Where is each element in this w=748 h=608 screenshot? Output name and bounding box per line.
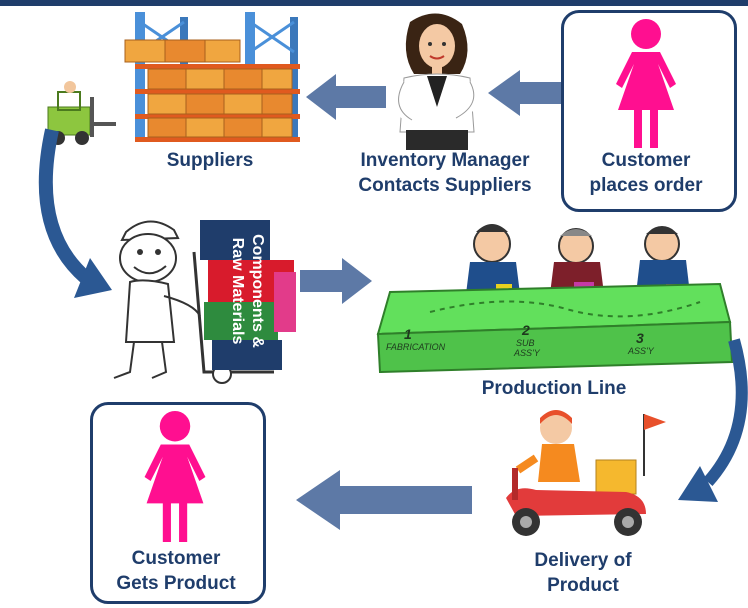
materials-text-line1: Components & [249, 234, 266, 348]
station-1-number: 1 [404, 326, 412, 342]
customer-order-line2: places order [589, 175, 703, 196]
station-2-name-line1: SUB [516, 338, 535, 348]
production-line-label: Production Line [481, 378, 627, 399]
arrow-production-to-delivery [678, 338, 748, 502]
delivery-line2: Product [547, 575, 619, 596]
customer-gets-line1: Customer [131, 548, 221, 569]
station-2-name-line2: ASS'Y [514, 348, 540, 358]
station-3-name: ASS'Y [628, 346, 654, 356]
station-2-number: 2 [522, 322, 530, 338]
delivery-line1: Delivery of [534, 550, 632, 571]
warehouse-illustration [47, 12, 300, 145]
station-3-number: 3 [636, 330, 644, 346]
arrow-suppliers-to-materials [38, 128, 112, 298]
inventory-manager-illustration [393, 13, 479, 150]
materials-worker-illustration [113, 220, 296, 384]
top-accent-bar [0, 0, 748, 6]
materials-text-line2: Raw Materials [229, 237, 246, 345]
arrow-materials-to-production [300, 258, 372, 304]
customer-figure-icon [616, 19, 676, 148]
station-1-name: FABRICATION [386, 342, 446, 352]
inventory-label-line1: Inventory Manager [360, 150, 530, 171]
customer-gets-line2: Gets Product [116, 573, 236, 594]
delivery-scooter-illustration [506, 410, 666, 536]
customer-order-label: Customer places order [568, 148, 724, 198]
arrow-delivery-to-customer [296, 470, 472, 530]
delivery-label: Delivery of Product [508, 548, 658, 598]
customer-gets-label: Customer Gets Product [96, 546, 256, 596]
inventory-manager-label: Inventory Manager Contacts Suppliers [334, 148, 556, 198]
materials-box-text: Components & Raw Materials [208, 234, 302, 362]
arrow-inventory-to-suppliers [306, 74, 386, 120]
customer-order-line1: Customer [601, 150, 691, 171]
suppliers-label: Suppliers [166, 150, 254, 171]
arrow-customer-to-inventory [488, 70, 576, 116]
customer-figure-icon [144, 411, 206, 542]
inventory-label-line2: Contacts Suppliers [358, 175, 532, 196]
production-line-illustration [376, 224, 734, 374]
